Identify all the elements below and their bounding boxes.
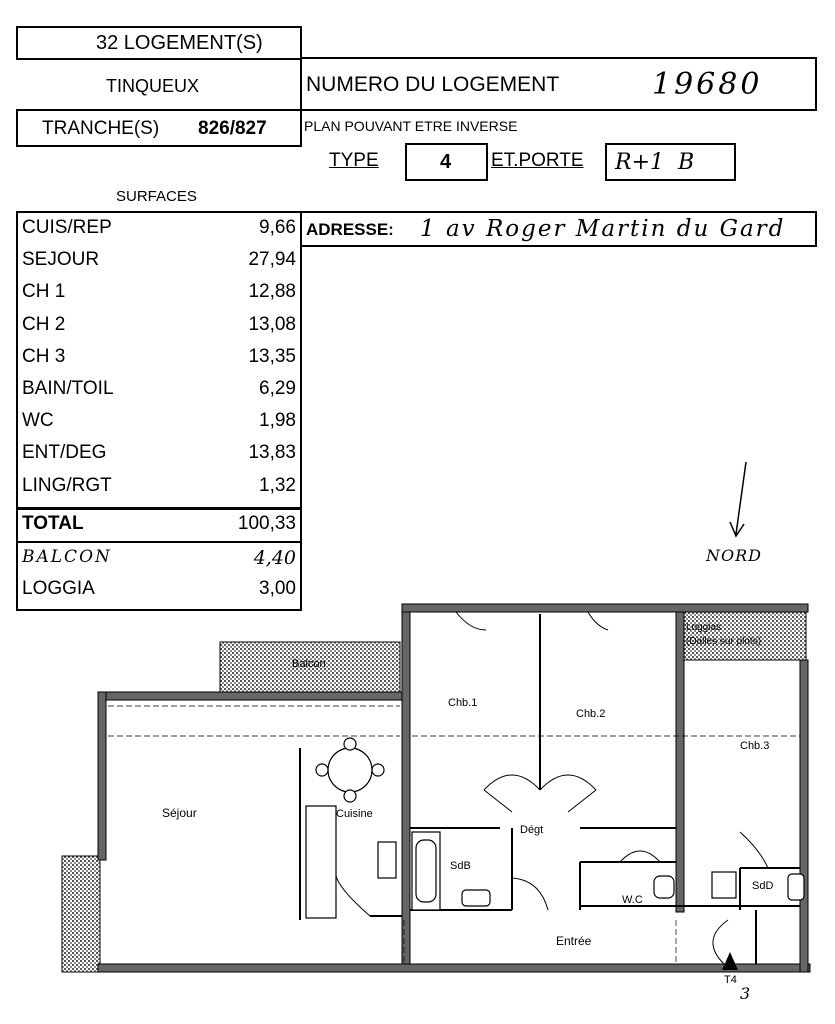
toilet-icon	[653, 875, 675, 899]
surfaces-title: SURFACES	[116, 188, 197, 205]
surface-row: CH 1 12,88	[20, 277, 298, 307]
logements-count: 32 LOGEMENT(S)	[96, 32, 263, 54]
etporte-box: R+1 B	[605, 143, 736, 181]
room-chb1: Chb.1	[448, 697, 478, 709]
room-balcon: Balcon	[292, 658, 326, 670]
surface-value: 9,66	[259, 217, 296, 238]
surface-label: LING/RGT	[22, 474, 112, 496]
etporte-value: R+1 B	[615, 150, 695, 175]
tranche-value: 826/827	[198, 118, 267, 139]
commune-name: TINQUEUX	[106, 76, 200, 96]
tranche-label: TRANCHE(S)	[42, 118, 160, 139]
surface-label: SEJOUR	[22, 249, 100, 271]
entry-num: 3	[740, 984, 751, 1003]
room-sdb: SdB	[450, 860, 471, 872]
loggia-area	[683, 607, 807, 661]
loggia-label: LOGGIA	[22, 578, 95, 599]
surface-row: SEJOUR 27,94	[20, 245, 298, 275]
surface-label: CH 3	[22, 345, 66, 367]
room-cuisine: Cuisine	[336, 808, 373, 820]
type-label: TYPE	[329, 150, 379, 171]
surface-value: 1,32	[259, 474, 296, 496]
surface-value: 1,98	[259, 410, 296, 432]
logements-box: 32 LOGEMENT(S)	[16, 26, 302, 60]
surface-row: ENT/DEG 13,83	[20, 438, 298, 468]
type-box: 4	[405, 143, 488, 181]
surface-value: 12,88	[248, 281, 296, 303]
etporte-label: ET.PORTE	[491, 150, 584, 171]
total-value: 100,33	[237, 513, 296, 534]
kitchen-counter	[305, 805, 337, 919]
surface-label: CUIS/REP	[22, 217, 112, 238]
surface-label: ENT/DEG	[22, 442, 107, 464]
type-value: 4	[440, 151, 452, 173]
balcon-value: 4,40	[253, 547, 296, 569]
balcon-area	[219, 641, 401, 693]
tranche-box: TRANCHE(S) 826/827	[16, 109, 302, 147]
surface-value: 13,83	[248, 442, 296, 464]
room-degt: Dégt	[520, 824, 544, 836]
surface-label: BAIN/TOIL	[22, 378, 114, 399]
address-box: ADRESSE: 1 av Roger Martin du Gard	[300, 211, 817, 247]
surfaces-table	[16, 211, 302, 611]
room-entree: Entrée	[556, 934, 592, 948]
surface-label: WC	[22, 410, 54, 432]
room-chb2: Chb.2	[576, 708, 606, 720]
north-arrow-icon	[729, 461, 747, 538]
table-icon	[327, 747, 373, 793]
surface-label: CH 2	[22, 313, 66, 335]
balcon-row: BALCON 4,40	[20, 543, 298, 573]
surface-value: 27,94	[248, 249, 296, 271]
surface-value: 6,29	[259, 378, 296, 399]
surface-value: 13,08	[248, 313, 296, 335]
numero-value: 19680	[652, 67, 763, 102]
surface-row: WC 1,98	[20, 406, 298, 436]
entry-arrow-icon	[722, 952, 738, 970]
plan-note: PLAN POUVANT ETRE INVERSE	[304, 118, 518, 134]
address-label: ADRESSE:	[306, 220, 394, 239]
address-value: 1 av Roger Martin du Gard	[420, 216, 786, 242]
total-separator	[16, 507, 302, 510]
surface-row: CH 3 13,35	[20, 342, 298, 372]
room-sejour: Séjour	[162, 806, 197, 820]
extras-separator	[16, 541, 302, 543]
washbasin-icon	[461, 889, 491, 907]
numero-label: NUMERO DU LOGEMENT	[306, 73, 560, 96]
wm-fixture	[711, 871, 737, 899]
room-chb3: Chb.3	[740, 740, 770, 752]
room-wc: W.C	[622, 894, 643, 906]
shower-basin-icon	[787, 873, 805, 901]
total-row: TOTAL 100,33	[20, 509, 298, 539]
total-label: TOTAL	[22, 513, 84, 534]
outdoor-area-left	[61, 855, 101, 973]
room-loggia-2: (Dalles sur plots)	[686, 636, 762, 647]
surface-row: CUIS/REP 9,66	[20, 213, 298, 243]
balcon-label: BALCON	[22, 547, 112, 567]
surface-label: CH 1	[22, 281, 66, 303]
stove-icon	[377, 841, 397, 879]
surface-value: 13,35	[248, 345, 296, 367]
entry-ref: T4	[724, 974, 737, 986]
surface-row: CH 2 13,08	[20, 310, 298, 340]
room-loggia-1: Loggias	[686, 622, 722, 633]
loggia-row: LOGGIA 3,00	[20, 574, 298, 604]
room-sdd: SdD	[752, 880, 774, 892]
surface-row: LING/RGT 1,32	[20, 471, 298, 501]
surface-row: BAIN/TOIL 6,29	[20, 374, 298, 404]
north-label: NORD	[706, 546, 762, 565]
numero-box: NUMERO DU LOGEMENT 19680	[300, 57, 817, 111]
loggia-value: 3,00	[259, 578, 296, 599]
